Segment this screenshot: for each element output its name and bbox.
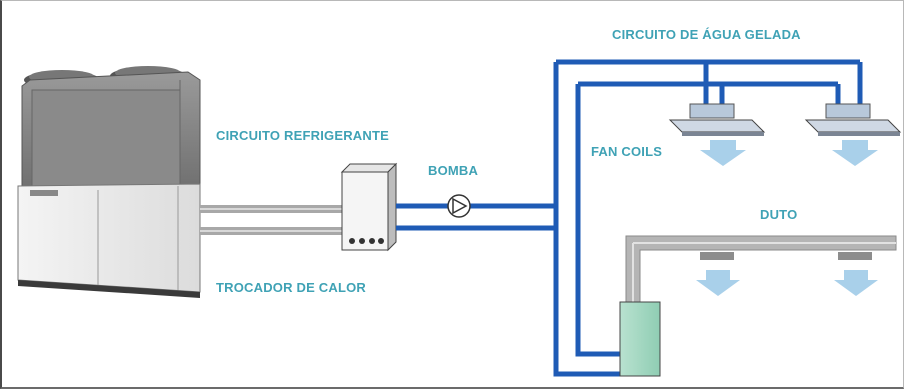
air-handler-icon xyxy=(619,301,661,377)
cassette-fan-coil-icon xyxy=(668,103,766,136)
cassette-fan-coil-icon xyxy=(804,103,902,136)
airflow-arrow-icon xyxy=(834,270,878,296)
airflow-arrow-icon xyxy=(696,270,740,296)
chiller-unit-icon xyxy=(17,66,201,298)
duct-label: DUTO xyxy=(760,207,798,222)
fan-coils-label: FAN COILS xyxy=(591,144,663,159)
heat-exchanger-label: TROCADOR DE CALOR xyxy=(216,280,367,295)
pump-icon xyxy=(447,194,471,218)
airflow-arrow-icon xyxy=(700,140,746,166)
heat-exchanger-icon xyxy=(340,162,398,252)
refrigerant-circuit-label: CIRCUITO REFRIGERANTE xyxy=(216,128,389,143)
pump-label: BOMBA xyxy=(428,163,479,178)
airflow-arrow-icon xyxy=(832,140,878,166)
chilled-water-pipes xyxy=(396,59,863,377)
refrigerant-pipes xyxy=(200,205,345,235)
chilled-water-circuit-label: CIRCUITO DE ÁGUA GELADA xyxy=(612,27,801,42)
